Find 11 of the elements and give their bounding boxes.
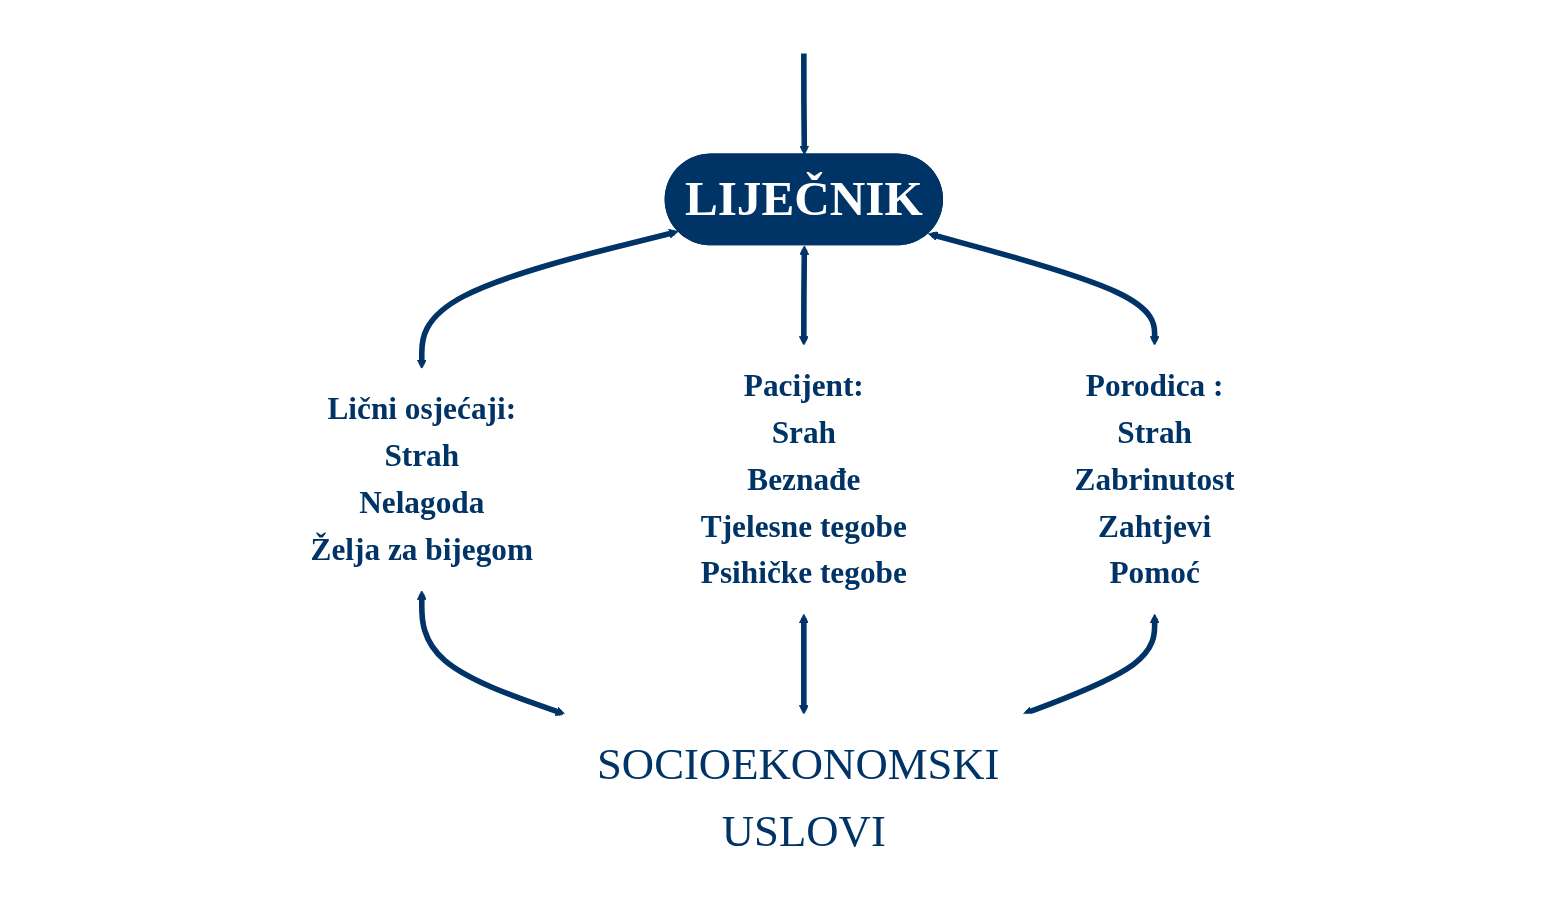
arrow bbox=[799, 53, 810, 156]
node-text: SOCIOEKONOMSKI USLOVI bbox=[596, 738, 1000, 857]
arrow bbox=[798, 613, 809, 715]
arrow bbox=[798, 245, 810, 346]
node-text: Porodica : Strah Zabrinutost Zahtjevi Pomoć bbox=[1074, 367, 1235, 591]
node-text: Lični osjećaji: Strah Nelagoda Želja za bijegom bbox=[310, 391, 533, 567]
arrow bbox=[416, 590, 566, 716]
arrow bbox=[416, 228, 679, 370]
arrow bbox=[1022, 613, 1160, 716]
node-text: Pacijent: Srah Beznađe Tjelesne tegobe Psihičke tegobe bbox=[700, 367, 907, 591]
arrow bbox=[927, 231, 1160, 346]
